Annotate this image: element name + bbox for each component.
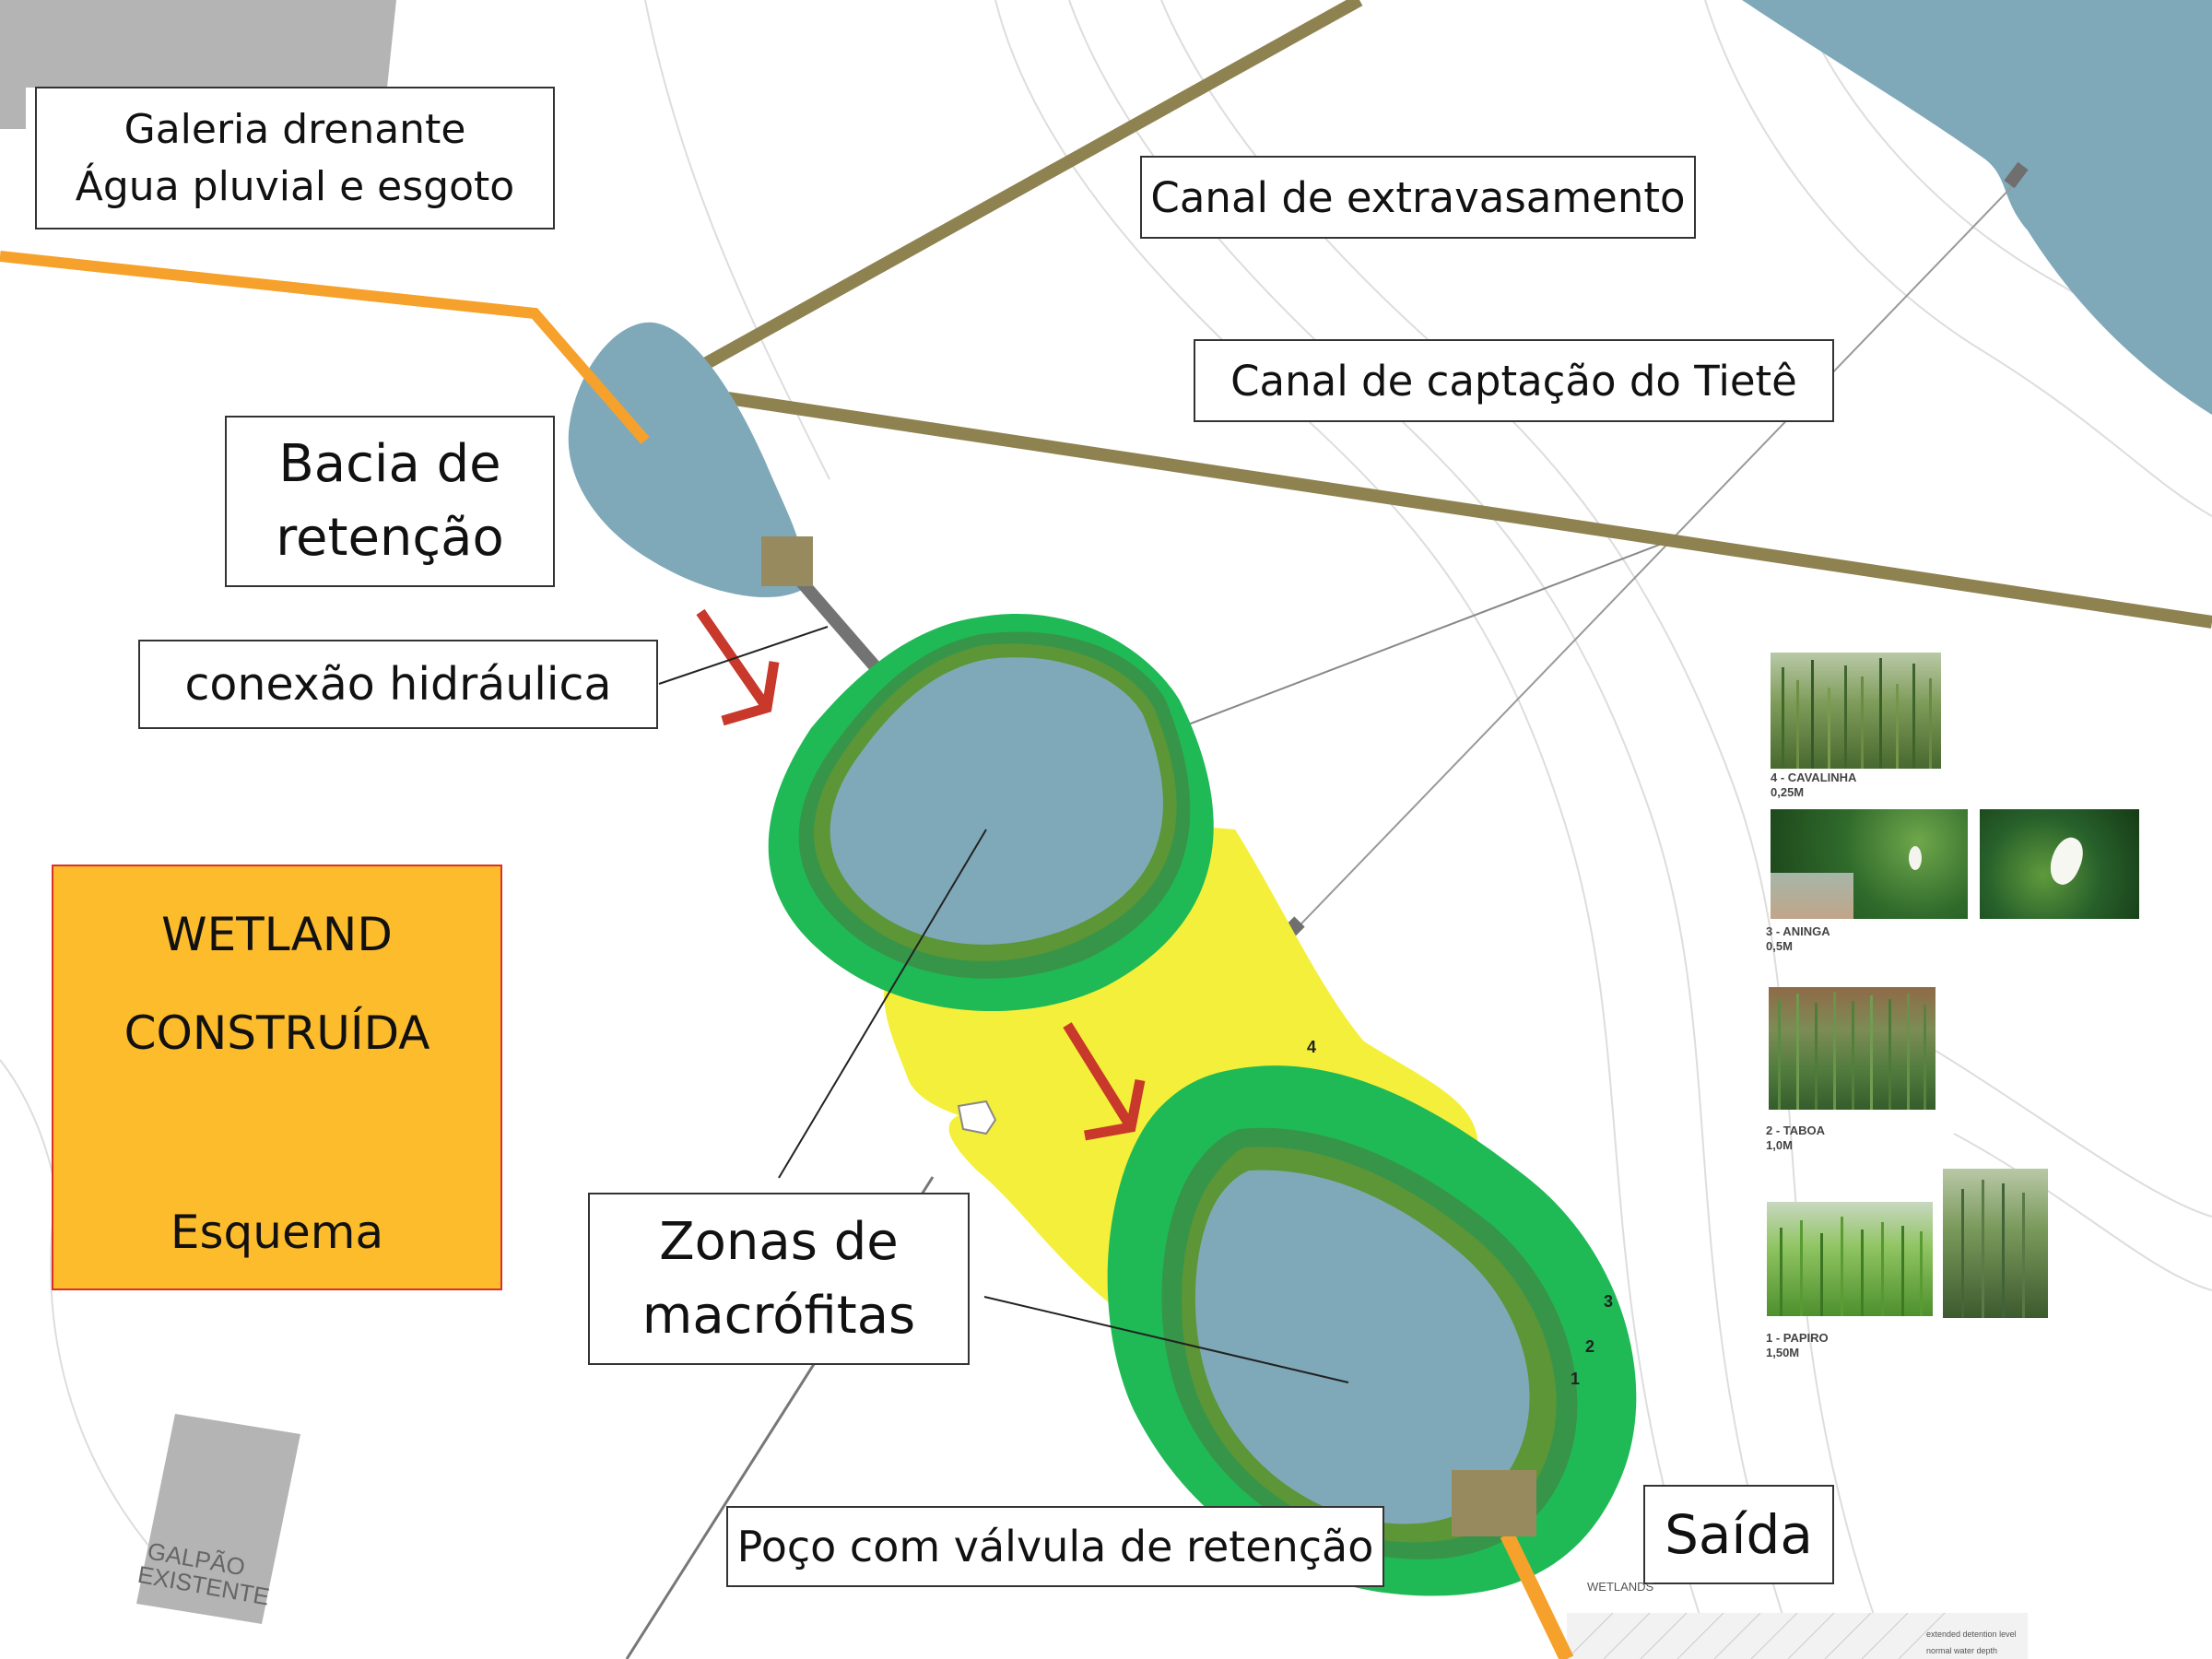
plant-label-papiro: 1 - PAPIRO 1,50M (1766, 1331, 1950, 1360)
lower-wetland-cell (1107, 1065, 1637, 1596)
outlet-well (1452, 1470, 1536, 1536)
captacao-valve-top (2004, 161, 2029, 189)
callout-canal-captacao: Canal de captação do Tietê (1194, 339, 1834, 422)
flow-arrow-lower (1063, 1022, 1146, 1141)
drainage-gallery (0, 251, 650, 444)
callout-saida-text: Saída (1665, 1503, 1813, 1566)
zone-numbers: 4 3 2 1 (1307, 1038, 1613, 1388)
zone-number-4: 4 (1307, 1038, 1316, 1056)
wetlands-map-label: WETLANDS (1587, 1580, 1654, 1594)
callout-captacao-text: Canal de captação do Tietê (1230, 356, 1797, 406)
callout-galeria-line2: Água pluvial e esgoto (75, 162, 515, 210)
plant-label-taboa: 2 - TABOA 1,0M (1766, 1124, 1950, 1153)
callout-zonas-line2: macrófitas (641, 1285, 916, 1346)
tiete-river (1742, 0, 2212, 415)
plant-name-papiro: 1 - PAPIRO (1766, 1331, 1829, 1345)
legend-extended-detention: extended detention level (1926, 1630, 2017, 1639)
callout-conexao-hidraulica: conexão hidráulica (138, 640, 658, 729)
photo-taboa (1769, 987, 1936, 1110)
photo-papiro-1 (1767, 1202, 1933, 1316)
wetland-title-box: WETLAND CONSTRUÍDA Esquema (52, 865, 502, 1290)
callout-bacia-retencao: Bacia de retenção (225, 416, 555, 587)
plant-depth-cavalinha: 0,25M (1771, 785, 1805, 799)
callout-canal-extravasamento: Canal de extravasamento (1140, 156, 1696, 239)
plant-depth-papiro: 1,50M (1766, 1346, 1800, 1359)
photo-cavalinha (1771, 653, 1941, 769)
plant-name-cavalinha: 4 - CAVALINHA (1771, 771, 1857, 784)
flow-arrow-upper (696, 608, 780, 726)
callout-zonas-macrofitas: Zonas de macrófitas (588, 1193, 970, 1365)
plant-label-cavalinha: 4 - CAVALINHA 0,25M (1771, 771, 1955, 800)
outlet-pipe (1500, 1531, 1574, 1659)
callout-zonas-line1: Zonas de (659, 1211, 899, 1272)
canal-extravasamento (701, 0, 1363, 371)
photo-aninga-2 (1980, 809, 2139, 919)
canal-captacao (726, 392, 2212, 629)
callout-poco-valvula: Poço com válvula de retenção (726, 1506, 1384, 1587)
callout-leaders (658, 626, 1349, 1383)
plant-name-taboa: 2 - TABOA (1766, 1124, 1826, 1137)
callout-saida: Saída (1643, 1485, 1834, 1584)
photo-papiro-2 (1943, 1169, 2048, 1318)
callout-extravasamento-text: Canal de extravasamento (1150, 172, 1686, 222)
basin-outlet-structure (761, 536, 813, 586)
plant-depth-taboa: 1,0M (1766, 1138, 1793, 1152)
transition-edge-notch (957, 1100, 997, 1135)
retention-basin (568, 322, 805, 598)
callout-conexao-text: conexão hidráulica (184, 658, 612, 711)
existing-warehouse (136, 1414, 300, 1624)
flow-arrows (696, 608, 1146, 1141)
wetland-title-line1: WETLAND (161, 908, 393, 961)
plant-depth-aninga: 0,5M (1766, 939, 1793, 953)
wetland-title-line2: CONSTRUÍDA (124, 1006, 430, 1060)
callout-bacia-line2: retenção (276, 508, 504, 568)
callout-galeria-line1: Galeria drenante (124, 105, 466, 153)
upper-wetland-cell (768, 614, 1214, 1012)
callout-galeria-drenante: Galeria drenante Água pluvial e esgoto (35, 87, 555, 229)
plant-label-aninga: 3 - ANINGA 0,5M (1766, 924, 1950, 954)
zone-number-1: 1 (1571, 1370, 1580, 1388)
legend-normal-water-depth: normal water depth (1926, 1646, 1998, 1655)
zone-number-2: 2 (1585, 1337, 1594, 1356)
existing-building-top (0, 0, 396, 129)
plant-name-aninga: 3 - ANINGA (1766, 924, 1830, 938)
callout-bacia-line1: Bacia de (278, 434, 501, 494)
road-hatch (1566, 1612, 2028, 1659)
wetland-subtitle: Esquema (170, 1206, 384, 1259)
zone-number-3: 3 (1604, 1292, 1613, 1311)
callout-poco-text: Poço com válvula de retenção (736, 1522, 1374, 1571)
photo-aninga-1 (1771, 809, 1968, 919)
